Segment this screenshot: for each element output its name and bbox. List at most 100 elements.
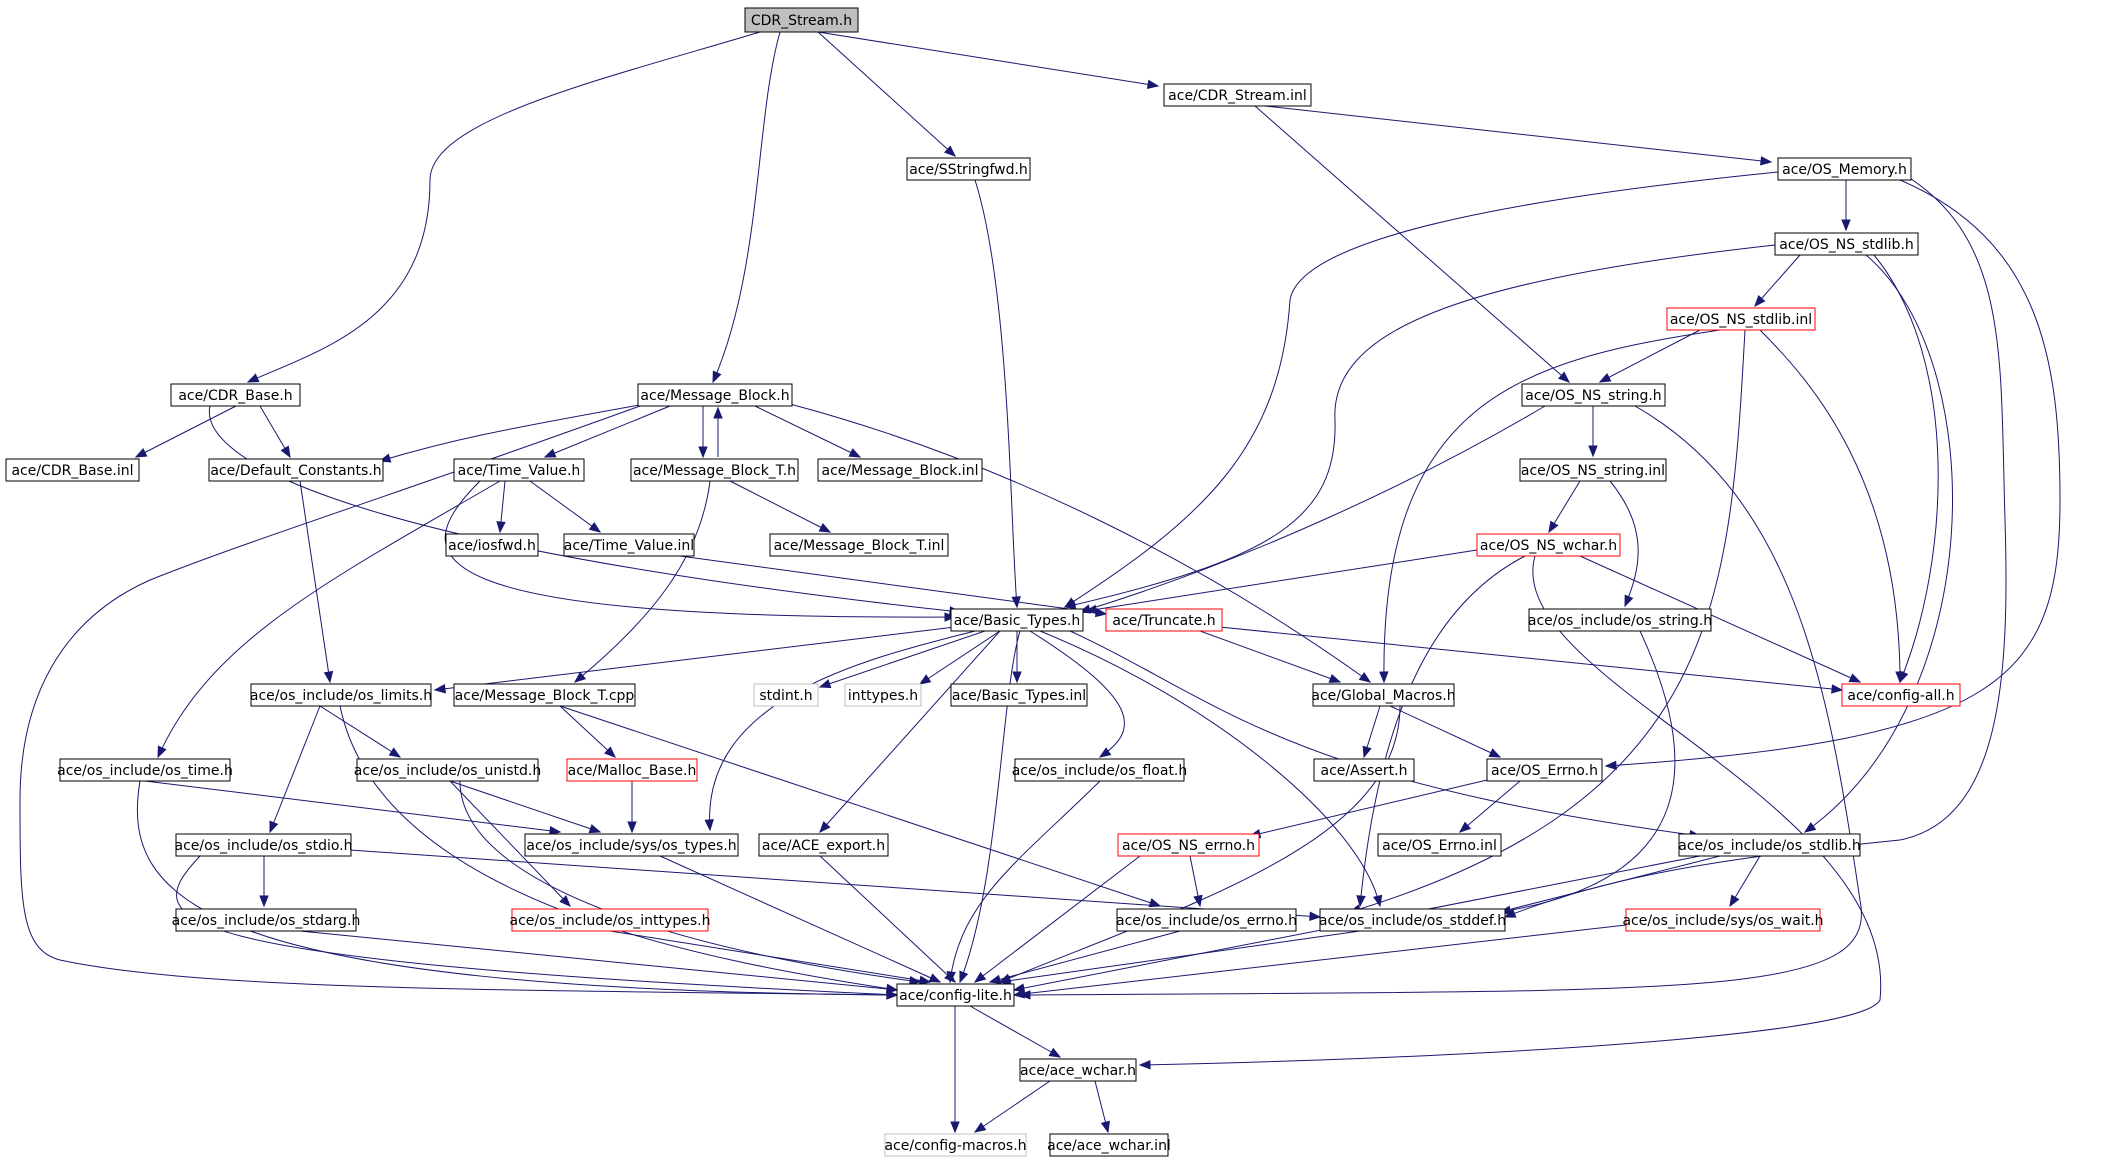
node-os-errno-h[interactable]: ace/OS_Errno.h — [1486, 758, 1603, 782]
node-default-constants-h[interactable]: ace/Default_Constants.h — [208, 458, 384, 482]
edge-to-os-include-os-inttypes-h — [449, 780, 571, 907]
node-ace-wchar-h[interactable]: ace/ace_wchar.h — [1019, 1058, 1137, 1082]
node-box — [1841, 683, 1961, 707]
edge-to-default-constants-h — [379, 403, 646, 462]
node-label: CDR_Stream.h — [751, 13, 852, 29]
node-os-include-sys-os-wait-h[interactable]: ace/os_include/sys/os_wait.h — [1622, 908, 1824, 932]
edge-to-os-include-os-unistd-h — [319, 705, 401, 758]
node-message-block-inl[interactable]: ace/Message_Block.inl — [817, 458, 983, 482]
node-config-lite-h[interactable]: ace/config-lite.h — [896, 983, 1015, 1007]
node-message-block-t-h[interactable]: ace/Message_Block_T.h — [630, 458, 799, 482]
node-box — [906, 157, 1031, 181]
node-os-include-os-stdarg-h[interactable]: ace/os_include/os_stdarg.h — [172, 908, 361, 932]
node-os-include-os-limits-h[interactable]: ace/os_include/os_limits.h — [250, 683, 432, 707]
arrowhead — [1754, 294, 1766, 308]
node-os-include-os-stdio-h[interactable]: ace/os_include/os_stdio.h — [175, 833, 353, 857]
node-iosfwd-h[interactable]: ace/iosfwd.h — [445, 533, 539, 557]
arrowhead — [1193, 894, 1203, 908]
node-os-include-os-time-h[interactable]: ace/os_include/os_time.h — [57, 758, 233, 782]
edge-to-basic-types-h — [1085, 549, 1478, 612]
node-time-value-h[interactable]: ace/Time_Value.h — [453, 458, 585, 482]
node-sstringfwd-h[interactable]: ace/SStringfwd.h — [906, 157, 1031, 181]
node-message-block-t-cpp[interactable]: ace/Message_Block_T.cpp — [453, 683, 636, 707]
node-label: ace/os_include/os_float.h — [1012, 763, 1188, 779]
node-ace-wchar-inl[interactable]: ace/ace_wchar.inl — [1047, 1133, 1171, 1157]
arrowhead — [1100, 1120, 1110, 1134]
edge-to-os-ns-string-h — [1599, 329, 1701, 383]
node-os-ns-string-inl[interactable]: ace/OS_NS_string.inl — [1519, 458, 1667, 482]
node-message-block-h[interactable]: ace/Message_Block.h — [637, 383, 793, 407]
node-os-ns-stdlib-h[interactable]: ace/OS_NS_stdlib.h — [1774, 232, 1919, 256]
arrowhead — [1138, 1060, 1151, 1070]
node-cdr-stream-inl[interactable]: ace/CDR_Stream.inl — [1163, 83, 1312, 107]
arrowhead — [698, 446, 708, 459]
node-label: ace/Basic_Types.h — [954, 613, 1080, 629]
node-config-macros-h[interactable]: ace/config-macros.h — [884, 1133, 1027, 1157]
node-cdr-base-inl[interactable]: ace/CDR_Base.inl — [5, 458, 140, 482]
node-basic-types-h[interactable]: ace/Basic_Types.h — [950, 608, 1084, 632]
node-config-all-h[interactable]: ace/config-all.h — [1841, 683, 1961, 707]
node-inttypes-h[interactable]: inttypes.h — [844, 683, 922, 707]
node-box — [1774, 232, 1919, 256]
node-box — [884, 1133, 1027, 1157]
arrowhead — [1362, 745, 1372, 759]
edge-to-config-macros-h — [974, 1080, 1051, 1133]
node-os-ns-stdlib-inl[interactable]: ace/OS_NS_stdlib.inl — [1666, 307, 1816, 331]
dependency-edges — [19, 31, 2061, 1134]
arrowhead — [1841, 219, 1851, 232]
node-box — [175, 908, 357, 932]
node-os-include-os-string-h[interactable]: ace/os_include/os_string.h — [1528, 608, 1712, 632]
edge-to-config-lite-h — [1013, 924, 1627, 996]
node-global-macros-h[interactable]: ace/Global_Macros.h — [1311, 683, 1456, 707]
edge-to-os-include-os-stdio-h — [269, 705, 321, 833]
node-stdint-h[interactable]: stdint.h — [753, 683, 819, 707]
node-label: ace/os_include/os_stdlib.h — [1678, 838, 1860, 854]
edge-to-os-memory-h — [1264, 105, 1772, 163]
node-label: ace/OS_NS_stdlib.inl — [1670, 312, 1812, 328]
node-box — [1666, 307, 1816, 331]
node-os-ns-errno-h[interactable]: ace/OS_NS_errno.h — [1117, 833, 1260, 857]
node-os-errno-inl[interactable]: ace/OS_Errno.inl — [1377, 833, 1502, 857]
node-os-include-os-inttypes-h[interactable]: ace/os_include/os_inttypes.h — [510, 908, 711, 932]
node-os-memory-h[interactable]: ace/OS_Memory.h — [1777, 157, 1912, 181]
node-label: ace/Time_Value.h — [458, 463, 581, 479]
node-box — [1319, 908, 1506, 932]
arrowhead — [918, 674, 932, 685]
node-assert-h[interactable]: ace/Assert.h — [1313, 758, 1415, 782]
node-box — [896, 983, 1015, 1007]
node-malloc-base-h[interactable]: ace/Malloc_Base.h — [566, 758, 698, 782]
node-cdr-base-h[interactable]: ace/CDR_Base.h — [170, 383, 301, 407]
node-os-include-os-stddef-h[interactable]: ace/os_include/os_stddef.h — [1319, 908, 1506, 932]
node-label: ace/OS_NS_errno.h — [1122, 838, 1255, 854]
arrowhead — [818, 679, 832, 689]
arrowhead — [1458, 821, 1472, 833]
node-label: ace/OS_Memory.h — [1782, 162, 1907, 178]
node-label: ace/Assert.h — [1321, 763, 1408, 779]
arrowhead — [998, 975, 1012, 986]
node-truncate-h[interactable]: ace/Truncate.h — [1105, 608, 1223, 632]
node-ace-export-h[interactable]: ace/ACE_export.h — [758, 833, 889, 857]
arrowhead — [1604, 760, 1617, 771]
arrowhead — [543, 448, 557, 458]
edge-to-config-lite-h — [176, 855, 898, 996]
node-box — [356, 758, 539, 782]
edge-to-basic-types-h — [444, 480, 956, 618]
node-label: ace/OS_NS_string.h — [1525, 388, 1661, 404]
node-label: inttypes.h — [848, 688, 918, 704]
node-os-include-os-float-h[interactable]: ace/os_include/os_float.h — [1012, 758, 1188, 782]
node-basic-types-inl[interactable]: ace/Basic_Types.inl — [950, 683, 1088, 707]
node-os-include-os-errno-h[interactable]: ace/os_include/os_errno.h — [1116, 908, 1297, 932]
node-os-ns-string-h[interactable]: ace/OS_NS_string.h — [1521, 383, 1666, 407]
edge-to-cdr-stream-inl — [817, 31, 1159, 87]
node-os-include-sys-os-types-h[interactable]: ace/os_include/sys/os_types.h — [524, 833, 739, 857]
edge-to-config-all-h — [1873, 254, 1939, 683]
node-time-value-inl[interactable]: ace/Time_Value.inl — [563, 533, 695, 557]
arrowhead — [1548, 520, 1559, 534]
node-message-block-t-inl[interactable]: ace/Message_Block_T.inl — [769, 533, 949, 557]
edge-to-cdr-base-h — [247, 31, 761, 383]
node-os-include-os-unistd-h[interactable]: ace/os_include/os_unistd.h — [354, 758, 541, 782]
edge-to-config-lite-h — [609, 930, 931, 983]
node-cdr-stream-h[interactable]: CDR_Stream.h — [744, 7, 859, 33]
node-os-ns-wchar-h[interactable]: ace/OS_NS_wchar.h — [1476, 533, 1621, 557]
node-os-include-os-stdlib-h[interactable]: ace/os_include/os_stdlib.h — [1678, 833, 1861, 857]
